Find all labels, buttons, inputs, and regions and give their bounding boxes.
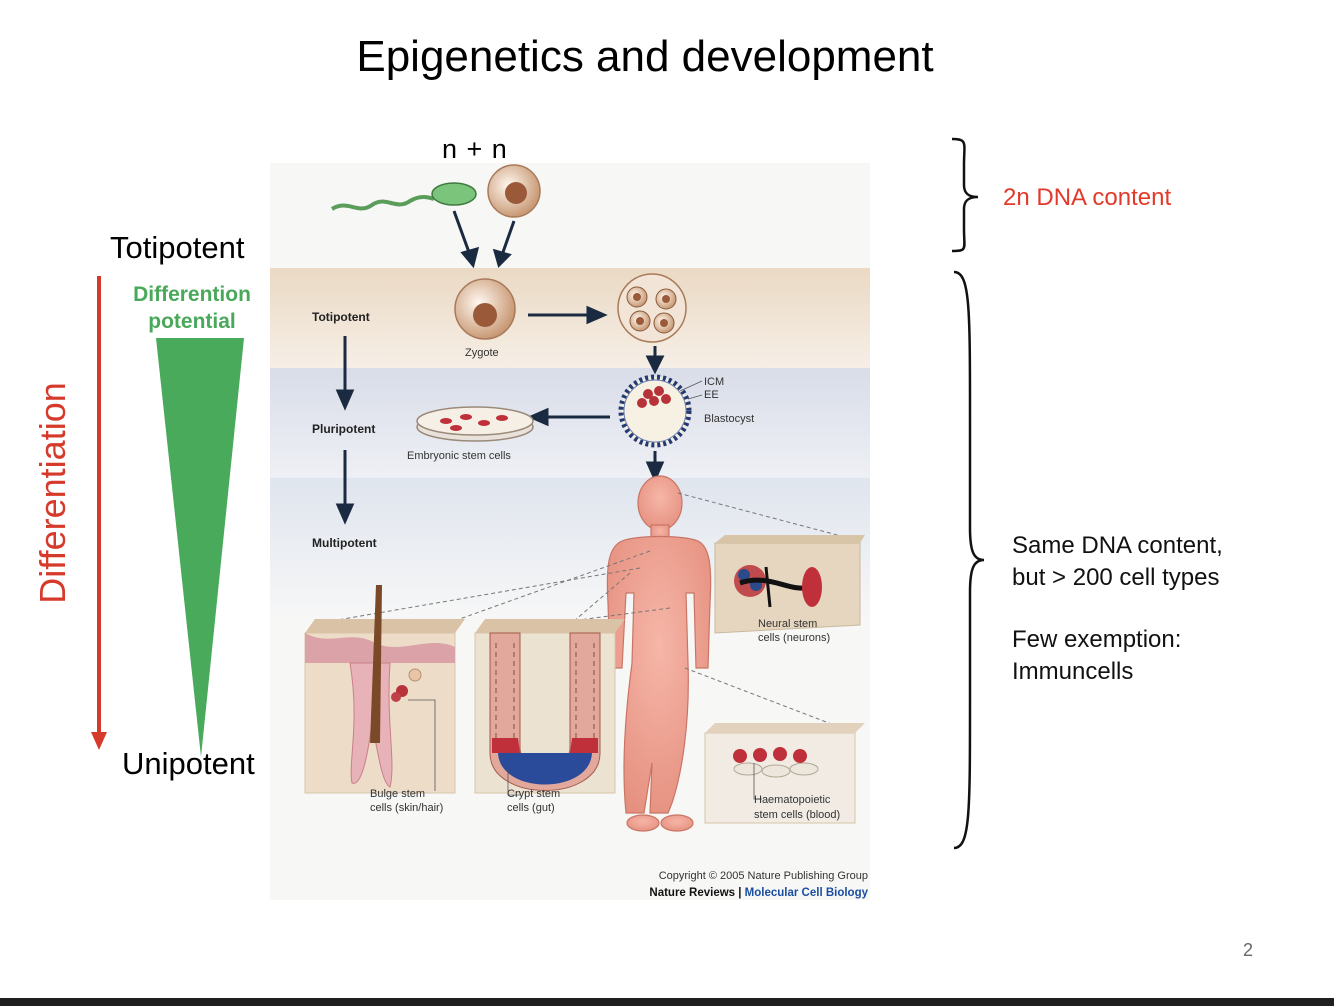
zygote-to-morula-arrow <box>528 305 608 325</box>
haem-label-line2: stem cells (blood) <box>754 809 840 821</box>
stage-label-totipotent: Totipotent <box>312 310 370 324</box>
same-dna-content-text: Same DNA content, but > 200 cell types <box>1012 530 1223 594</box>
neural-panel <box>714 535 865 634</box>
page-number: 2 <box>1243 940 1254 960</box>
unipotent-label: Unipotent <box>122 746 255 781</box>
skin-hair-panel <box>304 585 465 794</box>
fertilization-arrows <box>452 210 516 269</box>
sperm-cell <box>330 182 477 211</box>
potential-label-line2: potential <box>148 310 236 333</box>
stem-cell-figure: Totipotent Pluripotent Multipotent Zygot… <box>270 163 870 900</box>
crypt-label-line1: Crypt stem <box>507 788 560 800</box>
neural-label-line1: Neural stem <box>758 618 817 630</box>
differentiation-potential-label: Differention potential <box>112 281 272 335</box>
pluripotent-band <box>270 368 870 478</box>
embryo-to-blastocyst-arrow <box>645 346 665 375</box>
stage-arrows <box>335 336 355 525</box>
footer-bar <box>0 998 1334 1006</box>
embryonic-stem-cells-label: Embryonic stem cells <box>407 450 511 462</box>
exemption-line2: Immuncells <box>1012 658 1134 685</box>
same-dna-line1: Same DNA content, <box>1012 532 1223 559</box>
same-dna-line2: but > 200 cell types <box>1012 564 1220 591</box>
exemption-line1: Few exemption: <box>1012 626 1182 653</box>
stage-label-multipotent: Multipotent <box>312 536 377 550</box>
neural-label-line2: cells (neurons) <box>758 632 830 644</box>
egg-cell <box>487 164 541 218</box>
blood-panel <box>704 723 865 824</box>
stage-label-pluripotent: Pluripotent <box>312 422 375 436</box>
differentiation-axis-label: Differentiation <box>32 382 73 604</box>
four-cell-embryo <box>617 273 687 343</box>
ee-label: EE <box>704 389 719 401</box>
differentiation-arrow <box>91 276 107 750</box>
zygote-cell <box>454 278 516 340</box>
totipotent-band <box>270 268 870 368</box>
blastocyst-to-body-arrow <box>645 451 665 483</box>
slide-title: Epigenetics and development <box>356 32 934 81</box>
potential-wedge <box>156 338 244 757</box>
human-body <box>606 475 712 832</box>
journal-separator: | <box>735 887 745 899</box>
icm-label: ICM <box>704 376 724 388</box>
top-brace <box>951 137 979 253</box>
potential-label-line1: Differention <box>133 283 251 306</box>
journal-name: Nature Reviews <box>649 887 735 899</box>
connector-lines <box>319 492 861 734</box>
blastocyst <box>618 374 692 448</box>
exemption-text: Few exemption: Immuncells <box>1012 624 1181 688</box>
journal-credit: Nature Reviews | Molecular Cell Biology <box>649 887 868 899</box>
bulge-label-line1: Bulge stem <box>370 788 425 800</box>
crypt-label-line2: cells (gut) <box>507 802 555 814</box>
dna-content-label: 2n DNA content <box>1003 184 1172 211</box>
copyright-text: Copyright © 2005 Nature Publishing Group <box>659 870 868 882</box>
gut-crypt-panel <box>474 619 625 794</box>
blastocyst-to-esc-arrow <box>527 407 610 427</box>
totipotent-label: Totipotent <box>110 230 245 265</box>
bottom-brace <box>953 270 985 850</box>
haem-label-line1: Haematopoietic <box>754 794 831 806</box>
zygote-label: Zygote <box>465 347 499 359</box>
blastocyst-label: Blastocyst <box>704 413 754 425</box>
journal-section: Molecular Cell Biology <box>745 887 869 899</box>
bulge-label-line2: cells (skin/hair) <box>370 802 443 814</box>
petri-dish-esc <box>416 406 534 442</box>
fertilization-label: n + n <box>442 134 508 164</box>
